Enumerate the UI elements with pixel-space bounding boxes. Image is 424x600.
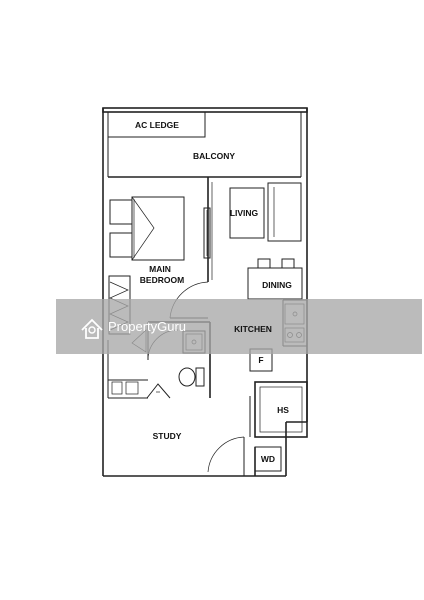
label-study: STUDY bbox=[153, 431, 182, 441]
label-fridge: F bbox=[258, 355, 263, 365]
living-furniture bbox=[203, 182, 302, 259]
watermark-band bbox=[56, 299, 422, 354]
bathroom-door bbox=[146, 383, 171, 399]
bed bbox=[131, 196, 185, 261]
label-ac-ledge: AC LEDGE bbox=[135, 120, 179, 130]
label-hs: HS bbox=[277, 405, 289, 415]
outer-walls bbox=[102, 107, 308, 477]
dining-table bbox=[247, 258, 303, 300]
watermark-text: PropertyGuru bbox=[108, 319, 186, 334]
label-main-bedroom-1: MAIN bbox=[149, 264, 171, 274]
label-main-bedroom-2: BEDROOM bbox=[140, 275, 184, 285]
label-balcony: BALCONY bbox=[193, 151, 235, 161]
label-living: LIVING bbox=[230, 208, 259, 218]
label-wd: WD bbox=[261, 454, 275, 464]
label-kitchen: KITCHEN bbox=[234, 324, 272, 334]
washer-dryer bbox=[254, 446, 282, 476]
household-shelter bbox=[249, 381, 308, 438]
bedside-tables bbox=[109, 199, 133, 258]
study-door bbox=[207, 436, 245, 476]
label-dining: DINING bbox=[262, 280, 292, 290]
watermark-logo-icon bbox=[81, 318, 103, 339]
